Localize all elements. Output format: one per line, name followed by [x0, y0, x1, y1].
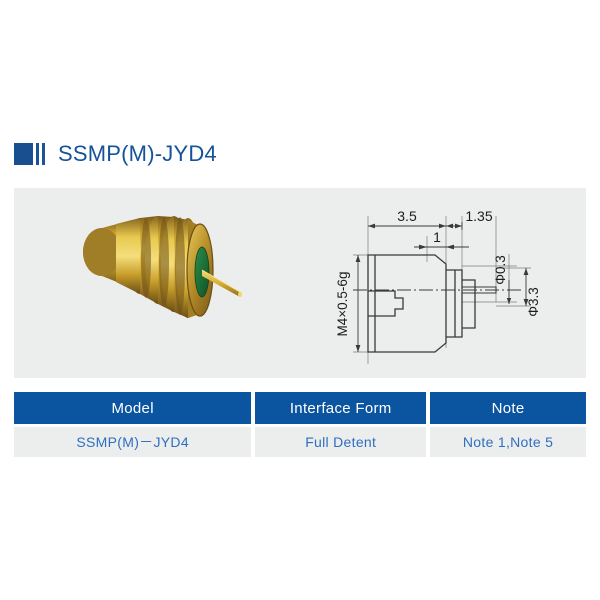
column-header-interface-form: Interface Form	[255, 392, 427, 424]
dim-label-body-dia: Φ3.3	[526, 287, 541, 317]
dim-label-thread: M4×0.5-6g	[335, 272, 350, 337]
dim-label-1: 1	[433, 229, 441, 245]
column-header-note: Note	[430, 392, 586, 424]
dim-body-dia	[523, 268, 529, 306]
center-pin	[201, 269, 242, 298]
product-photo	[83, 216, 242, 318]
specification-table: Model Interface Form Note SSMP(M)－JYD4 F…	[14, 392, 586, 457]
dim-thread	[355, 255, 361, 352]
technical-drawing: 3.5 1.35 1 M4×0.5-6g Φ0.3 Φ3.3	[335, 208, 541, 364]
brand-logo-icon	[14, 143, 45, 165]
cell-interface-form: Full Detent	[255, 427, 427, 457]
dim-1	[414, 244, 469, 250]
table-header-row: Model Interface Form Note	[14, 392, 586, 424]
page-title: SSMP(M)-JYD4	[58, 141, 217, 166]
part-outline	[367, 254, 476, 353]
thread-stack	[83, 216, 200, 318]
dim-1-35	[446, 222, 463, 230]
cell-model: SSMP(M)－JYD4	[14, 427, 252, 457]
cell-note: Note 1,Note 5	[430, 427, 586, 457]
product-image-panel: 3.5 1.35 1 M4×0.5-6g Φ0.3 Φ3.3	[14, 188, 586, 378]
dim-pin-dia	[506, 280, 512, 304]
dim-label-3-5: 3.5	[397, 208, 417, 224]
table-row: SSMP(M)－JYD4 Full Detent Note 1,Note 5	[14, 427, 586, 457]
page-title-row: SSMP(M)-JYD4	[14, 139, 217, 169]
column-header-model: Model	[14, 392, 252, 424]
dim-label-1-35: 1.35	[465, 208, 492, 224]
dim-3-5	[368, 223, 446, 229]
dim-label-pin-dia: Φ0.3	[493, 255, 508, 285]
